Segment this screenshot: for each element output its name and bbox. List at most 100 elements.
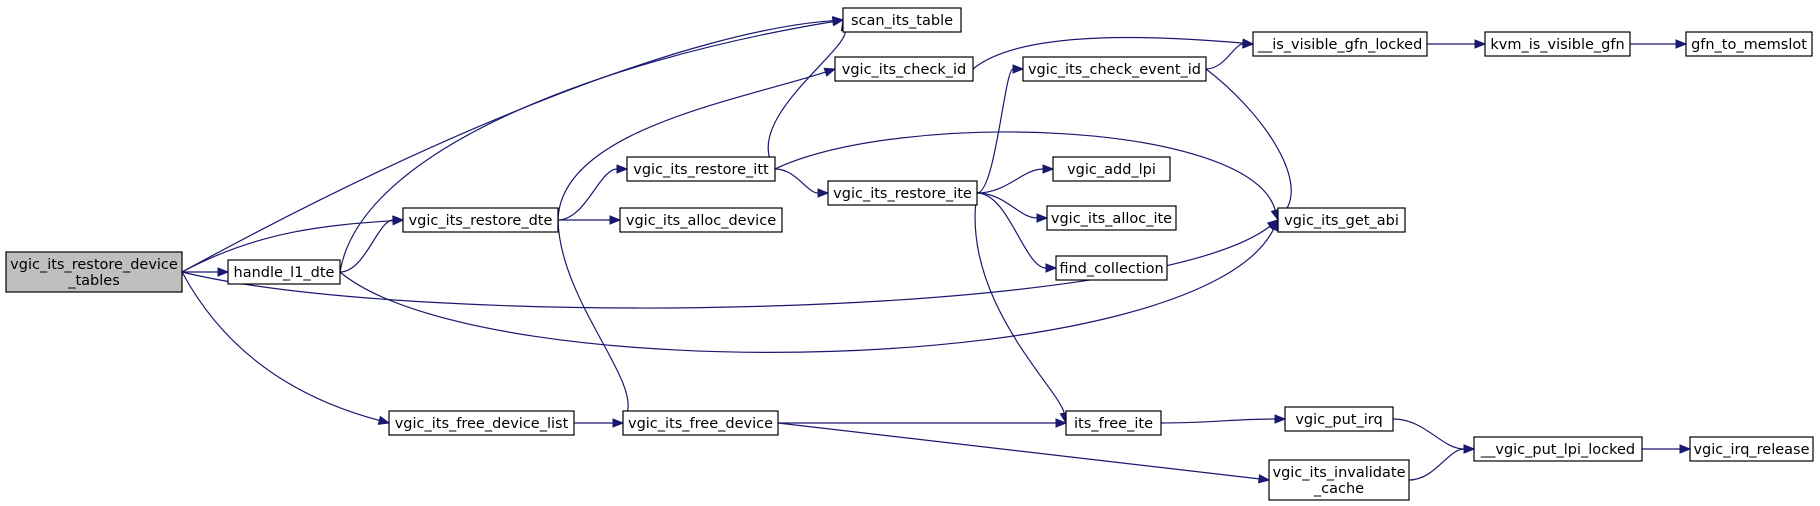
edge-vgic_its_restore_ite-to-find_collection <box>976 192 1058 273</box>
edge-line <box>557 71 826 221</box>
node-box[interactable] <box>1046 205 1177 231</box>
node-box[interactable] <box>1022 56 1207 82</box>
arrowhead-icon <box>217 267 230 277</box>
node-vgic-its-alloc-device[interactable]: vgic_its_alloc_device <box>619 207 783 233</box>
edge-line <box>1205 68 1292 213</box>
node-box[interactable] <box>1252 31 1428 57</box>
arrowhead-icon <box>1012 64 1025 74</box>
arrowhead-icon <box>817 188 830 198</box>
arrowhead-icon <box>823 67 837 77</box>
node-root[interactable]: vgic_its_restore_device_tables <box>5 251 183 293</box>
edge-root-to-handle_l1_dte <box>182 267 230 277</box>
node-label: vgic_its_alloc_device <box>626 213 776 229</box>
node-label: __vgic_put_lpi_locked <box>1480 442 1635 458</box>
arrowhead-icon <box>1474 39 1487 49</box>
edge-root-to-vgic_its_free_device_list <box>181 271 391 425</box>
edge-is_visible_gfn_locked-to-kvm_is_visible_gfn <box>1427 39 1487 49</box>
edge-line <box>777 422 1260 480</box>
node-vgic-put-lpi-locked[interactable]: __vgic_put_lpi_locked <box>1473 436 1643 462</box>
node-label: scan_its_table <box>851 13 953 29</box>
arrowhead-icon <box>1036 213 1049 223</box>
edge-line <box>557 219 629 414</box>
node-is-visible-gfn-locked[interactable]: __is_visible_gfn_locked <box>1252 31 1428 57</box>
edge-line <box>767 29 846 170</box>
edge-line <box>339 21 834 273</box>
node-gfn-to-memslot[interactable]: gfn_to_memslot <box>1685 31 1813 57</box>
edge-vgic_its_free_device_list-to-vgic_its_free_device <box>574 418 625 428</box>
node-box[interactable] <box>622 410 779 436</box>
node-label: __is_visible_gfn_locked <box>1257 37 1423 53</box>
node-box[interactable] <box>1052 156 1171 182</box>
node-box[interactable] <box>5 251 183 293</box>
node-box[interactable] <box>834 56 974 82</box>
edge-vgic_its_invalidate_cache-to-vgic_put_lpi_locked <box>1408 444 1476 481</box>
node-vgic-its-restore-itt[interactable]: vgic_its_restore_itt <box>626 156 776 182</box>
node-label: vgic_its_check_id <box>842 62 967 78</box>
edge-vgic_its_free_device-to-vgic_its_invalidate_cache <box>777 422 1271 484</box>
edge-its_free_ite-to-vgic_put_irq <box>1160 414 1287 424</box>
node-box[interactable] <box>1277 207 1406 233</box>
edge-line <box>181 220 394 273</box>
node-scan-its-table[interactable]: scan_its_table <box>842 7 962 33</box>
node-vgic-its-free-device[interactable]: vgic_its_free_device <box>622 410 779 436</box>
edge-vgic_its_restore_itt-to-scan_its_table <box>767 18 851 170</box>
node-vgic-its-restore-dte[interactable]: vgic_its_restore_dte <box>402 207 559 233</box>
node-vgic-its-alloc-ite[interactable]: vgic_its_alloc_ite <box>1046 205 1177 231</box>
node-box[interactable] <box>827 180 978 206</box>
node-box[interactable] <box>1685 31 1813 57</box>
node-box[interactable] <box>1473 436 1643 462</box>
node-box[interactable] <box>842 7 962 33</box>
nodes-layer: vgic_its_restore_device_tables handle_l1_… <box>5 7 1814 501</box>
node-label: vgic_add_lpi <box>1067 162 1156 178</box>
node-box[interactable] <box>626 156 776 182</box>
node-its-free-ite[interactable]: its_free_ite <box>1065 410 1162 436</box>
node-vgic-its-restore-ite[interactable]: vgic_its_restore_ite <box>827 180 978 206</box>
node-vgic-its-check-event-id[interactable]: vgic_its_check_event_id <box>1022 56 1207 82</box>
arrowhead-icon <box>1042 164 1055 174</box>
edge-vgic_put_irq-to-vgic_put_lpi_locked <box>1392 418 1476 454</box>
node-vgic-irq-release[interactable]: vgic_irq_release <box>1689 436 1814 462</box>
node-label: vgic_its_get_abi <box>1284 213 1399 229</box>
edge-vgic_its_restore_itt-to-vgic_its_get_abi <box>774 131 1280 222</box>
node-kvm-is-visible-gfn[interactable]: kvm_is_visible_gfn <box>1484 31 1631 57</box>
node-box[interactable] <box>1284 406 1394 432</box>
edge-root-to-scan_its_table <box>181 16 845 273</box>
arrowhead-icon <box>1675 39 1688 49</box>
node-label: vgic_its_restore_device <box>10 257 178 273</box>
edge-line <box>181 225 1271 309</box>
node-box[interactable] <box>388 410 575 436</box>
node-vgic-its-get-abi[interactable]: vgic_its_get_abi <box>1277 207 1406 233</box>
edge-line <box>972 36 1244 70</box>
node-box[interactable] <box>1268 459 1410 501</box>
arrowhead-icon <box>612 418 625 428</box>
edge-vgic_put_lpi_locked-to-vgic_irq_release <box>1642 444 1692 454</box>
node-box[interactable] <box>1689 436 1814 462</box>
node-vgic-put-irq[interactable]: vgic_put_irq <box>1284 406 1394 432</box>
node-label: gfn_to_memslot <box>1691 37 1807 53</box>
node-box[interactable] <box>1065 410 1162 436</box>
arrowhead-icon <box>609 215 622 225</box>
arrowhead-icon <box>1055 418 1068 428</box>
edge-line <box>976 192 1038 219</box>
node-label: vgic_its_restore_dte <box>409 213 553 229</box>
node-box[interactable] <box>402 207 559 233</box>
arrowhead-icon <box>1258 474 1271 484</box>
node-vgic-its-invalidate-cache[interactable]: vgic_its_invalidate_cache <box>1268 459 1410 501</box>
edge-line <box>1160 418 1276 424</box>
node-vgic-add-lpi[interactable]: vgic_add_lpi <box>1052 156 1171 182</box>
node-box[interactable] <box>619 207 783 233</box>
node-find-collection[interactable]: find_collection <box>1055 255 1168 281</box>
edge-line <box>976 68 1014 194</box>
node-handle-l1-dte[interactable]: handle_l1_dte <box>227 259 341 285</box>
arrowhead-icon <box>831 17 845 27</box>
edge-line <box>774 168 819 194</box>
edge-line <box>774 131 1276 211</box>
node-vgic-its-check-id[interactable]: vgic_its_check_id <box>834 56 974 82</box>
edge-line <box>1392 418 1465 450</box>
node-box[interactable] <box>1055 255 1168 281</box>
node-vgic-its-free-device-list[interactable]: vgic_its_free_device_list <box>388 410 575 436</box>
node-box[interactable] <box>227 259 341 285</box>
node-box[interactable] <box>1484 31 1631 57</box>
arrowhead-icon <box>392 215 405 225</box>
